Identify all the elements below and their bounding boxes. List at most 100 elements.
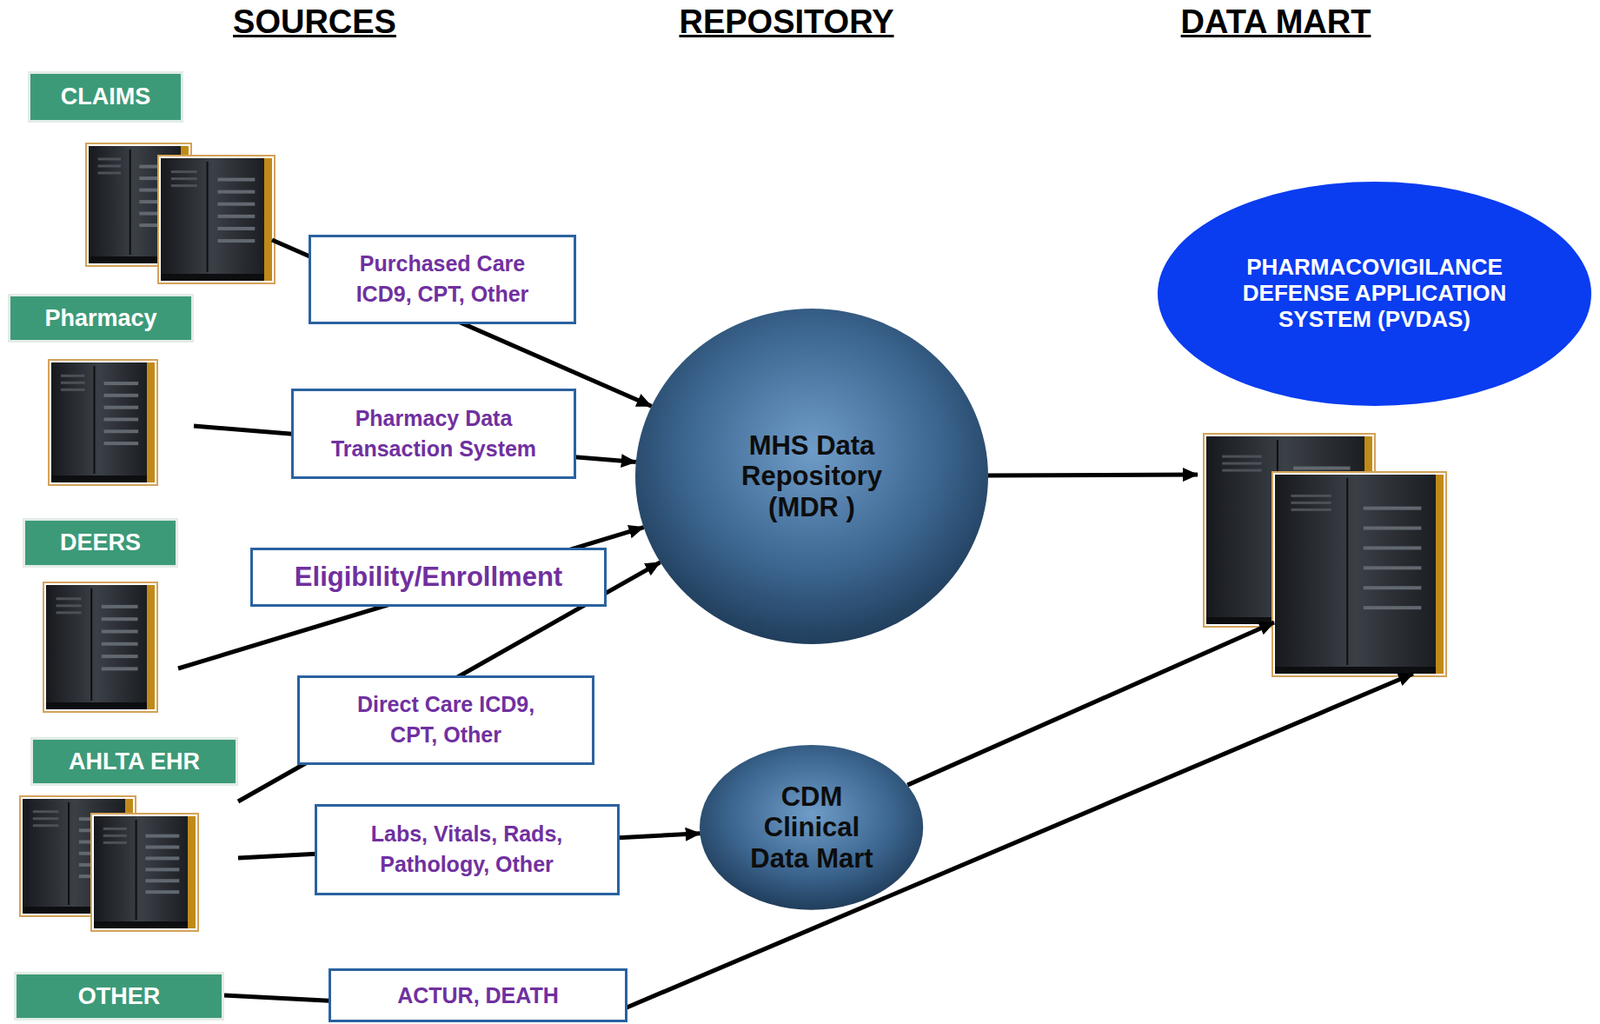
flow-label-box: Eligibility/Enrollment — [250, 547, 607, 607]
flow-label: Labs, Vitals, Rads, Pathology, Other — [360, 818, 574, 880]
server-bar — [146, 362, 155, 483]
server-slat — [103, 827, 127, 830]
server-frame — [158, 155, 275, 284]
flow-label: Pharmacy Data Transaction System — [325, 403, 543, 465]
server-slat — [56, 604, 82, 607]
server-slat — [1291, 508, 1332, 512]
server-slat — [145, 889, 180, 894]
server-body — [1274, 474, 1436, 674]
server-slat — [104, 405, 140, 410]
flow-label: Eligibility/Enrollment — [294, 557, 563, 596]
server-slat — [101, 666, 139, 671]
node-title: CDM Clinical Data Mart — [733, 781, 890, 875]
server-slat — [145, 856, 180, 860]
server-slat — [104, 441, 140, 445]
server-slat — [1363, 545, 1422, 550]
source-node: AHLTA EHR — [22, 736, 239, 929]
server-slat — [98, 172, 122, 175]
server-slat — [101, 654, 139, 658]
server-slat — [217, 214, 255, 219]
server-divider — [206, 161, 209, 273]
source-name: OTHER — [78, 982, 161, 1010]
server-slat — [145, 834, 180, 838]
server-base — [46, 702, 147, 710]
source-node: OTHER — [13, 971, 225, 1021]
server-body — [93, 816, 188, 929]
repository-shape: CDM Clinical Data Mart — [699, 744, 923, 910]
system-ellipse: PHARMACOVIGILANCE DEFENSE APPLICATION SY… — [1157, 181, 1592, 406]
server-slat — [171, 184, 198, 187]
flow-label-box: Pharmacy Data Transaction System — [291, 388, 577, 479]
source-node: DEERS — [22, 517, 179, 710]
server-divider — [93, 365, 96, 474]
server-frame — [91, 813, 199, 931]
column-heading: DATA MART — [1181, 3, 1372, 41]
ellipse-fill — [635, 308, 989, 644]
server-slat — [104, 381, 140, 386]
server-slat — [217, 239, 255, 243]
server-slat — [1363, 506, 1422, 511]
server-slat — [1363, 605, 1422, 610]
server-slat — [217, 226, 255, 231]
server-base — [160, 273, 265, 281]
server-frame — [1272, 471, 1447, 677]
flow-arrow — [988, 474, 1198, 476]
data-mart-node: PHARMACOVIGILANCE DEFENSE APPLICATION SY… — [1157, 181, 1592, 674]
server-slat — [101, 617, 139, 621]
server-slat — [103, 834, 127, 837]
server-slat — [101, 629, 139, 633]
node-title: PHARMACOVIGILANCE DEFENSE APPLICATION SY… — [1222, 254, 1527, 333]
server-slat — [217, 178, 255, 182]
flow-label-box: Purchased Care ICD9, CPT, Other — [308, 234, 577, 325]
flow-label-box: Direct Care ICD9, CPT, Other — [297, 675, 595, 765]
server-slat — [101, 604, 139, 609]
column-heading: SOURCES — [232, 3, 397, 41]
server-slat — [1293, 466, 1351, 471]
server-slat — [33, 809, 60, 813]
server-divider — [1346, 478, 1348, 665]
server-slat — [56, 610, 82, 614]
server-slat — [1291, 494, 1332, 498]
server-bar — [187, 816, 196, 929]
server-divider — [135, 819, 138, 920]
repository-circle: MHS Data Repository (MDR ) — [635, 308, 989, 644]
server-slat — [98, 158, 122, 161]
server-slat — [171, 177, 198, 180]
flow-label: Direct Care ICD9, CPT, Other — [352, 689, 540, 751]
server-slat — [171, 170, 198, 173]
server-body — [160, 158, 265, 281]
server-slat — [103, 841, 127, 844]
flow-label-box: Labs, Vitals, Rads, Pathology, Other — [314, 803, 620, 896]
server-slat — [145, 878, 180, 883]
source-name: Pharmacy — [44, 305, 157, 332]
flow-arrow — [224, 673, 1414, 1016]
server-bar — [1435, 474, 1444, 674]
server-slat — [1221, 462, 1262, 465]
server-slat — [1363, 565, 1422, 570]
server-slat — [98, 165, 122, 168]
server-slat — [60, 381, 86, 385]
server-base — [51, 475, 147, 483]
server-icon — [43, 582, 158, 712]
source-tag: Pharmacy — [7, 293, 194, 343]
server-slat — [56, 597, 82, 600]
flow-label: ACTUR, DEATH — [397, 980, 559, 1011]
column-heading: REPOSITORY — [678, 3, 894, 41]
repository-circle: CDM Clinical Data Mart — [699, 744, 923, 910]
server-icon — [48, 359, 158, 485]
server-slat — [33, 816, 60, 820]
server-slat — [217, 202, 255, 206]
source-node: CLAIMS — [27, 71, 273, 281]
source-tag: AHLTA EHR — [30, 736, 239, 786]
server-divider — [90, 588, 93, 701]
server-slat — [60, 388, 86, 392]
source-name: CLAIMS — [60, 83, 152, 111]
server-bar — [146, 584, 155, 710]
server-slat — [145, 867, 180, 871]
server-slat — [217, 190, 255, 194]
ellipse-fill — [699, 744, 923, 910]
server-body — [46, 584, 147, 710]
server-slat — [145, 845, 180, 850]
